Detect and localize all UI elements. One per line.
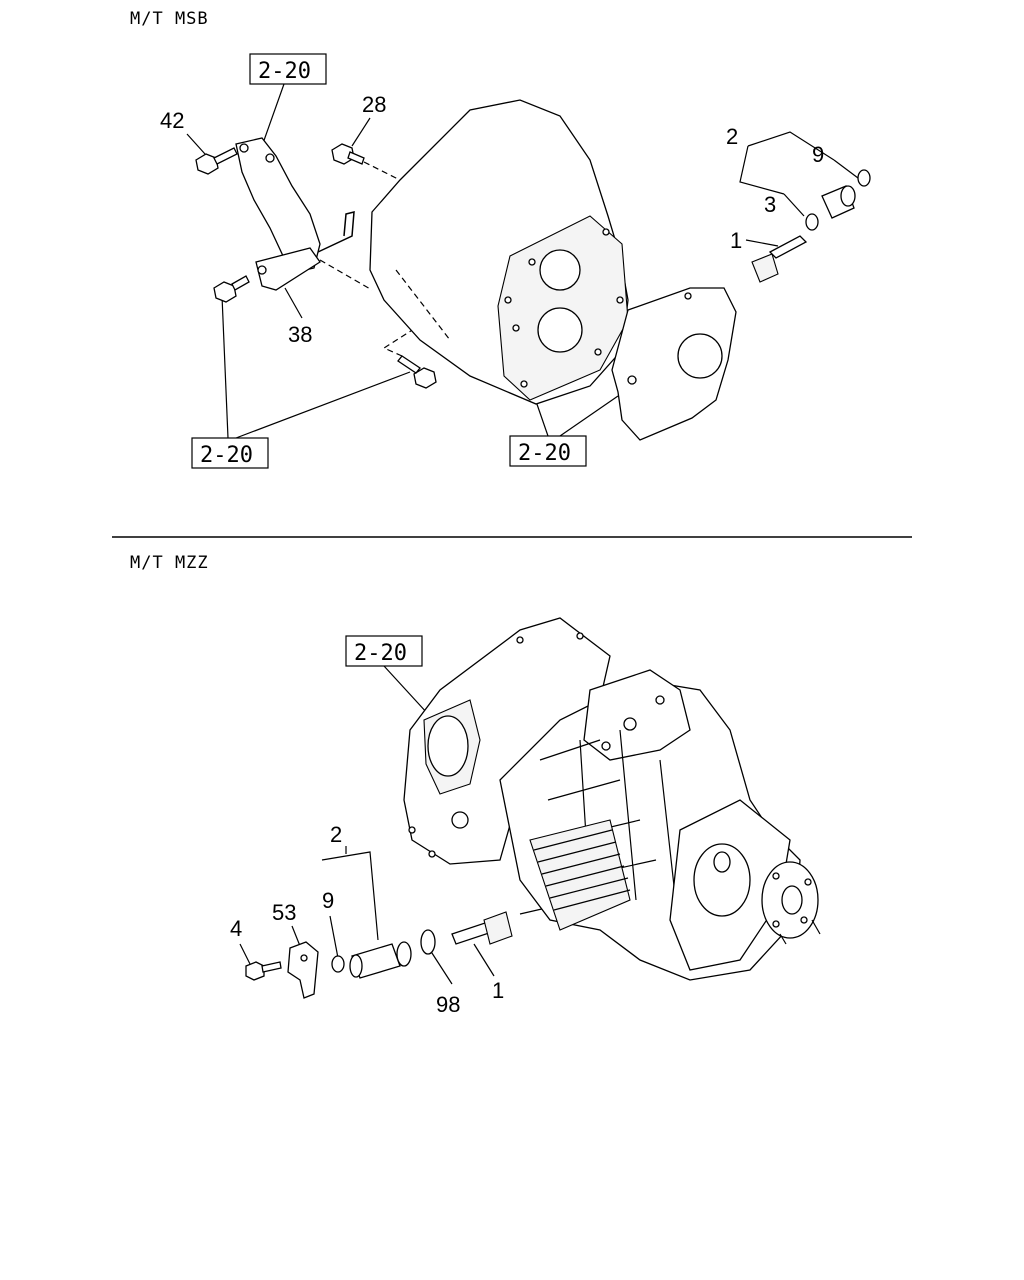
section-mzz: M/T MZZ 2-20 2 9 53 4 98 1 xyxy=(130,553,821,1017)
ref-label: 2-20 xyxy=(258,59,311,84)
callout-42: 42 xyxy=(160,108,184,133)
callout-1: 1 xyxy=(492,978,504,1003)
leader-lines-msb xyxy=(186,83,859,439)
callout-9: 9 xyxy=(322,888,334,913)
ref-label: 2-20 xyxy=(200,443,253,468)
bolt-left xyxy=(213,275,250,303)
ref-box-msb-right: 2-20 xyxy=(509,435,587,467)
callout-38: 38 xyxy=(288,322,312,347)
bracket-38 xyxy=(235,137,355,291)
bolt-28 xyxy=(331,143,401,181)
callout-53: 53 xyxy=(272,900,296,925)
callout-9: 9 xyxy=(812,142,824,167)
ref-box-msb-top: 2-20 xyxy=(249,53,327,85)
callout-2: 2 xyxy=(330,822,342,847)
transmission-assembly xyxy=(403,617,821,981)
callout-3: 3 xyxy=(764,192,776,217)
section-header-msb: M/T MSB xyxy=(130,9,209,29)
section-msb: M/T MSB 2-20 2-20 2-20 42 28 38 2 9 3 1 xyxy=(130,9,871,469)
ref-box-mzz: 2-20 xyxy=(345,635,423,667)
section-header-mzz: M/T MZZ xyxy=(130,553,209,573)
ref-label: 2-20 xyxy=(518,441,571,466)
ref-label: 2-20 xyxy=(354,641,407,666)
callout-1: 1 xyxy=(730,228,742,253)
cover-plate xyxy=(611,287,737,441)
speedometer-parts-mzz xyxy=(245,911,513,999)
bell-housing xyxy=(319,99,629,405)
callout-4: 4 xyxy=(230,916,242,941)
callout-98: 98 xyxy=(436,992,460,1017)
bolt-42 xyxy=(195,147,238,175)
callout-2: 2 xyxy=(726,124,738,149)
callout-28: 28 xyxy=(362,92,386,117)
speedometer-parts-msb xyxy=(751,169,871,283)
ref-box-msb-left: 2-20 xyxy=(191,437,269,469)
